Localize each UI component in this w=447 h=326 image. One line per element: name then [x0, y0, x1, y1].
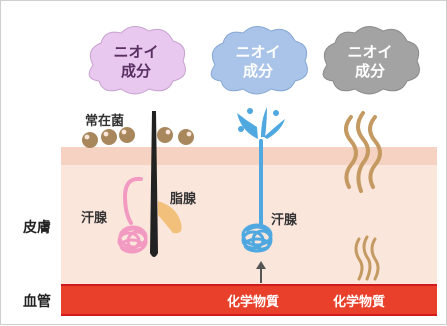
bacterium-5	[178, 129, 194, 145]
sweat-gland-coil-pink	[117, 225, 148, 254]
sebaceous-gland	[158, 201, 182, 234]
bacterium-1	[82, 132, 98, 148]
bacterium-4	[157, 127, 173, 143]
sebaceous-gland-label: 脂腺	[170, 192, 197, 207]
cloud-label-pink-line1: ニオイ	[113, 43, 159, 61]
odor-waves-upper	[344, 111, 382, 193]
chemical-arrow-head	[256, 261, 266, 269]
sweat-gland-label-right: 汗腺	[271, 213, 298, 228]
sweat-gland-coil-blue	[241, 223, 273, 253]
skin-side-label: 皮膚	[23, 220, 51, 236]
cloud-label-blue-line2: 成分	[242, 62, 273, 80]
cloud-label-pink-line2: 成分	[120, 62, 151, 80]
cloud-label-blue-line1: ニオイ	[235, 43, 281, 61]
odor-cloud-pink	[88, 26, 186, 95]
skin-layer	[61, 147, 437, 284]
sweat-splash	[237, 107, 285, 139]
bacteria-label: 常在菌	[85, 114, 125, 129]
blood-vessel-side-label: 血管	[23, 294, 51, 310]
sweat-gland-label-left: 汗腺	[81, 211, 108, 226]
sweat-duct-pink	[122, 176, 143, 225]
blood-vessel	[61, 284, 437, 316]
cloud-label-blue: ニオイ 成分	[218, 43, 298, 81]
chemical-label-middle: 化学物質	[227, 295, 280, 310]
odor-waves-lower	[354, 235, 380, 281]
cloud-label-gray-line2: 成分	[354, 62, 385, 80]
cloud-label-gray: ニオイ 成分	[330, 43, 410, 81]
bacterium-2	[101, 129, 117, 145]
odor-cloud-blue	[210, 26, 308, 95]
hair-shaft	[150, 111, 158, 257]
cloud-label-pink: ニオイ 成分	[96, 43, 176, 81]
odor-cloud-gray	[322, 26, 420, 95]
cloud-label-gray-line1: ニオイ	[347, 43, 393, 61]
bacterium-3	[119, 127, 135, 143]
chemical-label-right: 化学物質	[333, 295, 386, 310]
bacteria-group	[82, 127, 194, 148]
